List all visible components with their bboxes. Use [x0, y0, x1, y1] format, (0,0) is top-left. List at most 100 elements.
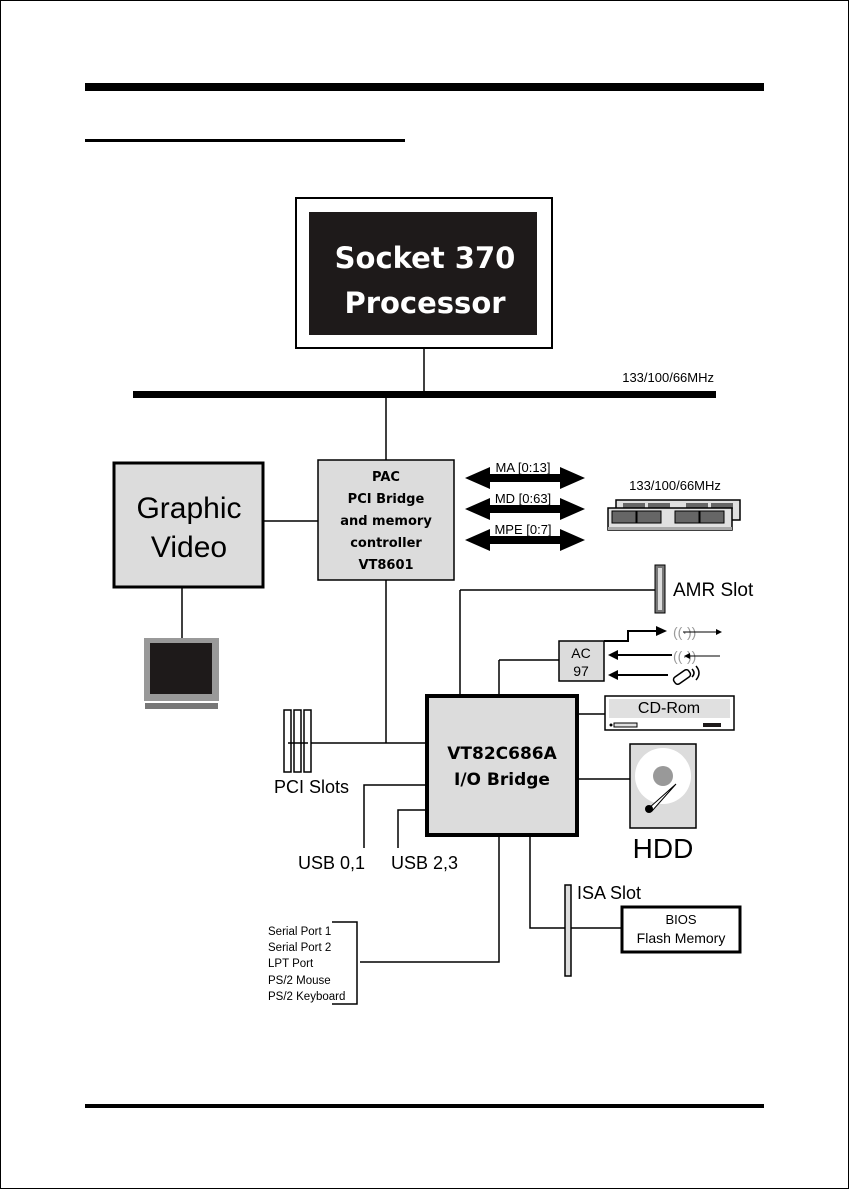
- south-bridge-line2: I/O Bridge: [454, 770, 550, 790]
- io-ports-list: Serial Port 1 Serial Port 2 LPT Port PS/…: [268, 926, 345, 1003]
- memory-bus-md: MD [0:63]: [465, 490, 585, 520]
- bios-block: BIOS Flash Memory: [620, 905, 742, 954]
- memory-bus-mpe: MPE [0:7]: [465, 521, 585, 551]
- usb01-label: USB 0,1: [298, 853, 365, 873]
- memory-bus-md-label: MD [0:63]: [495, 491, 551, 506]
- monitor-icon: [144, 638, 219, 709]
- north-bridge-line4: controller: [350, 536, 422, 551]
- speaker-out-icon: ((·)): [673, 624, 722, 640]
- cdrom-led: [609, 723, 613, 727]
- microphone-icon: [672, 665, 700, 686]
- line-in-icon: ((·)): [673, 648, 720, 664]
- pci-slot: [283, 709, 292, 773]
- label-bg: [490, 521, 556, 536]
- graphic-video-line2: Video: [151, 531, 227, 564]
- io-port-ps2-keyboard: PS/2 Keyboard: [268, 991, 345, 1003]
- usb01-line: [363, 784, 427, 848]
- north-bridge-line3: and memory: [340, 514, 432, 529]
- south-bridge-block: VT82C686A I/O Bridge: [425, 694, 579, 837]
- arrow-left-icon: [684, 653, 690, 659]
- arrow-right-icon: [656, 626, 667, 636]
- amr-slot-label: AMR Slot: [673, 580, 754, 601]
- memory-bus-mpe-label: MPE [0:7]: [494, 522, 551, 537]
- north-bridge-block: PAC PCI Bridge and memory controller VT8…: [317, 459, 455, 581]
- isa-slot-icon: [564, 884, 572, 977]
- southbridge-to-io-line: [360, 835, 500, 963]
- cdrom-label-panel: [609, 699, 730, 718]
- io-ports-bracket: [332, 921, 358, 1005]
- hdd-spindle: [653, 766, 673, 786]
- mic-body: [672, 668, 692, 686]
- double-arrow-icon: [465, 498, 585, 520]
- hdd-icon: [629, 743, 697, 829]
- memory-speed: 133/100/66MHz: [629, 478, 721, 493]
- ram-contacts: [608, 527, 732, 530]
- memory-bus-ma: MA [0:13]: [465, 459, 585, 489]
- usb23-line: [397, 809, 427, 848]
- pci-slots-icon: [283, 709, 312, 773]
- ram-chip: [611, 510, 637, 524]
- monitor-screen: [150, 643, 212, 694]
- ram-chip: [648, 503, 670, 509]
- bios-box: [620, 905, 742, 954]
- processor-label-line2: Processor: [344, 286, 506, 320]
- io-port-serial1: Serial Port 1: [268, 926, 331, 938]
- pci-slot: [293, 709, 302, 773]
- ac97-line1: AC: [571, 645, 590, 661]
- processor-block: Socket 370 Processor: [295, 197, 553, 349]
- isa-slot: [564, 884, 572, 977]
- bios-line2: Flash Memory: [637, 930, 726, 946]
- southbridge-to-isa-line: [529, 835, 624, 929]
- arrow-left-icon: [608, 650, 618, 660]
- ac97-block: AC 97: [558, 640, 605, 682]
- host-bus-speed: 133/100/66MHz: [622, 370, 714, 385]
- cdrom-icon: [604, 695, 735, 731]
- graphic-video-box: [112, 461, 265, 589]
- graphic-video-line1: Graphic: [136, 492, 241, 525]
- header-rule: [85, 83, 764, 91]
- ram-chip: [636, 510, 662, 524]
- south-bridge-box: [425, 694, 579, 837]
- io-port-lpt: LPT Port: [268, 958, 314, 970]
- ram-chip: [699, 510, 725, 524]
- ram-chip: [686, 503, 708, 509]
- processor-label-line1: Socket 370: [335, 241, 516, 275]
- south-bridge-line1: VT82C686A: [447, 744, 557, 764]
- double-arrow-icon: [465, 529, 585, 551]
- bios-line1: BIOS: [665, 912, 696, 927]
- arrow-right-icon: [716, 629, 722, 635]
- hdd-label: HDD: [633, 833, 694, 864]
- processor-chip: [309, 212, 537, 335]
- memory-module-icon: [607, 499, 741, 531]
- north-bridge-line2: PCI Bridge: [348, 492, 425, 507]
- io-port-ps2-mouse: PS/2 Mouse: [268, 975, 331, 987]
- hdd-head: [645, 805, 653, 813]
- cdrom-button: [703, 723, 721, 727]
- north-bridge-line5: VT8601: [358, 558, 413, 573]
- label-bg: [490, 490, 556, 505]
- arrow-left-icon: [608, 670, 618, 680]
- amr-slot-inner: [658, 568, 662, 610]
- north-bridge-box: [317, 459, 455, 581]
- ram-chip: [711, 503, 733, 509]
- graphic-video-block: Graphic Video: [112, 461, 265, 589]
- ram-chip: [674, 510, 700, 524]
- ram-chip: [623, 503, 645, 509]
- footer-rule: [85, 1104, 764, 1108]
- pci-slots-label: PCI Slots: [274, 777, 349, 797]
- amr-slot-icon: [654, 564, 666, 614]
- io-port-serial2: Serial Port 2: [268, 942, 331, 954]
- section-underline: [85, 139, 405, 142]
- ac97-box: [558, 640, 605, 682]
- host-bus: [133, 391, 716, 398]
- double-arrow-icon: [465, 467, 585, 489]
- label-bg: [490, 459, 556, 474]
- audio-out-line: [604, 630, 656, 642]
- usb23-label: USB 2,3: [391, 853, 458, 873]
- north-bridge-line1: PAC: [372, 470, 400, 485]
- pci-slot: [303, 709, 312, 773]
- memory-bus-ma-label: MA [0:13]: [496, 460, 551, 475]
- cdrom-label: CD-Rom: [638, 700, 700, 717]
- ac97-line2: 97: [573, 663, 589, 679]
